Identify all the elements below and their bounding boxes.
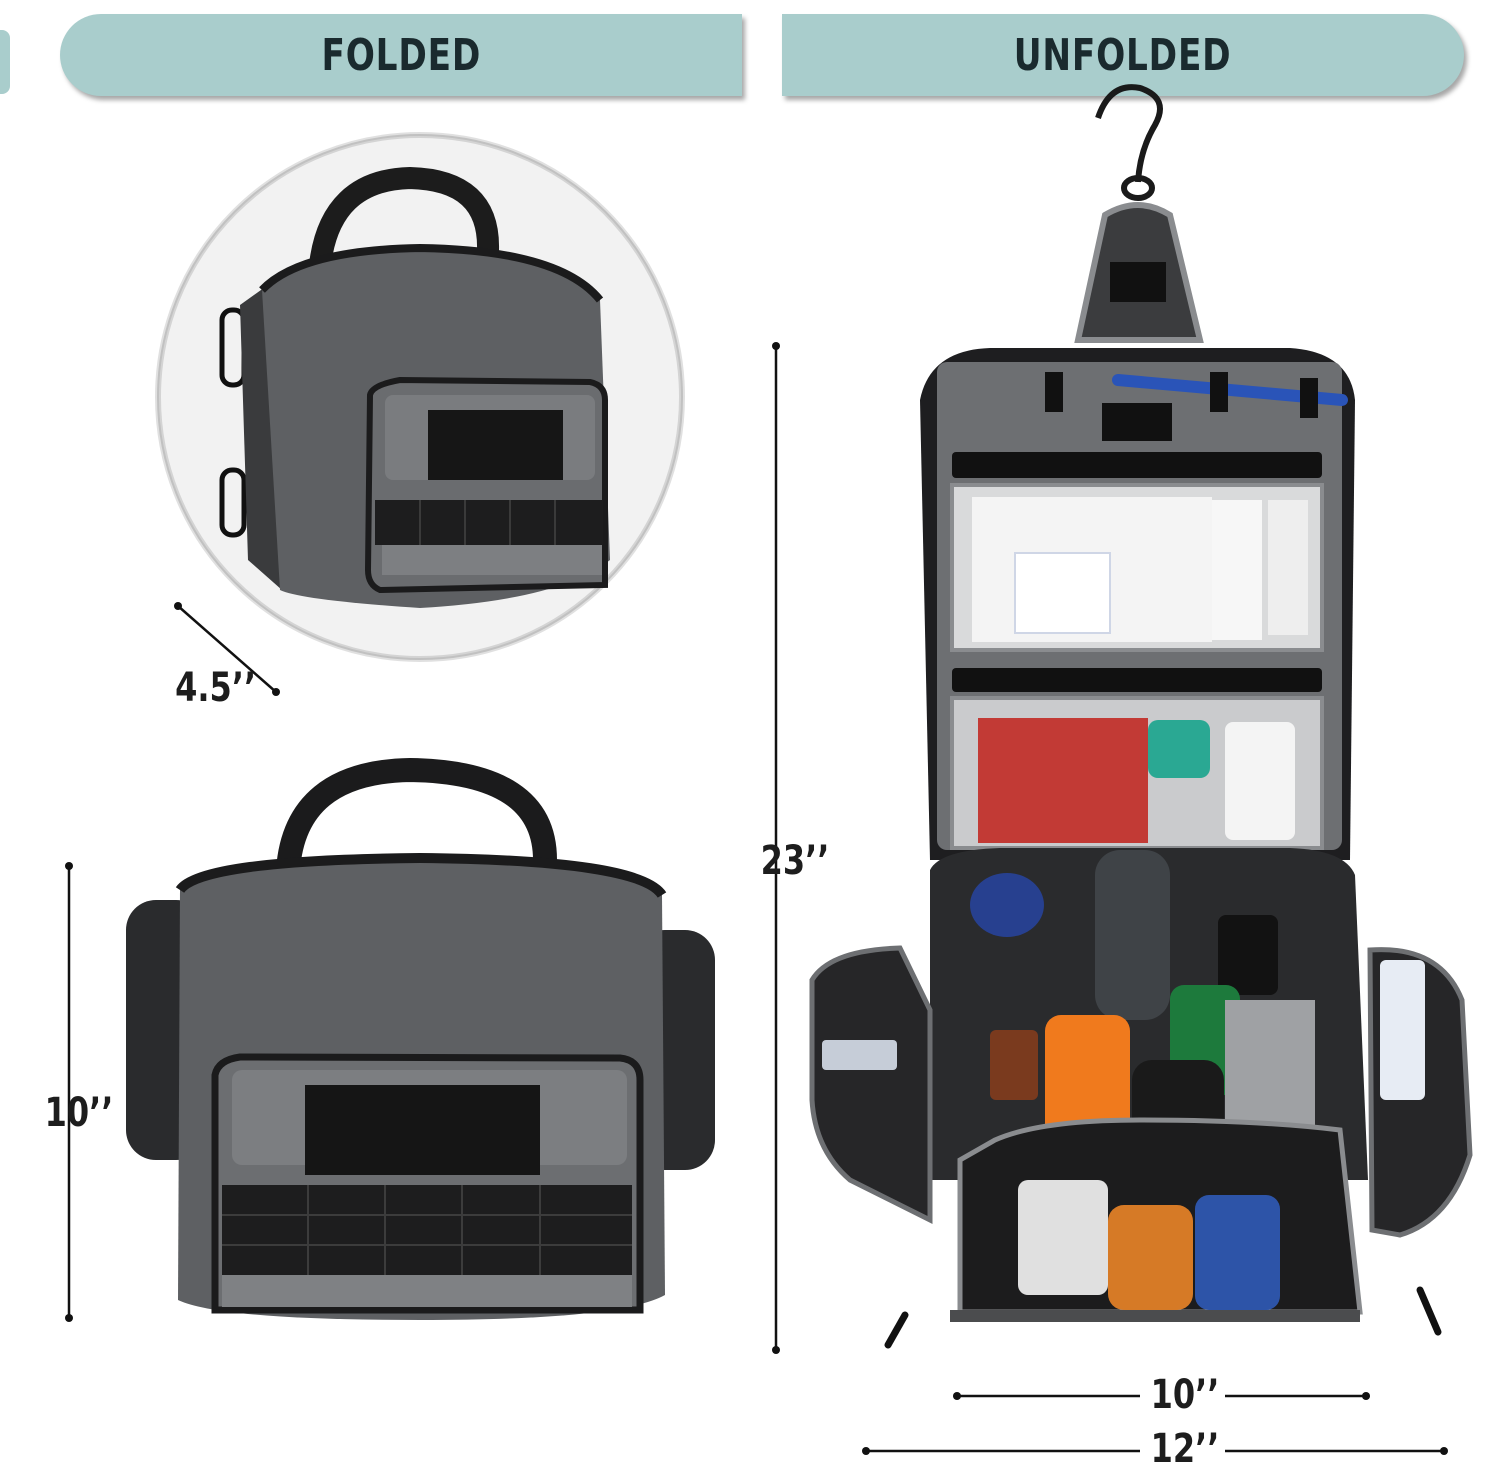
outer-width-measure-line xyxy=(862,1447,1448,1455)
unfolded-height-measure-line xyxy=(772,342,780,1354)
folded-bag-front-photo xyxy=(126,757,715,1320)
folded-label: FOLDED xyxy=(321,29,481,81)
unfolded-height-label: 23’’ xyxy=(760,838,830,884)
unfolded-bag-photo xyxy=(809,84,1473,1349)
banner-edge-left xyxy=(0,30,10,94)
depth-label: 4.5’’ xyxy=(175,665,257,711)
outer-width-label: 12’’ xyxy=(1150,1426,1220,1472)
folded-bag-photo xyxy=(155,132,685,662)
inner-width-measure-line xyxy=(953,1392,1370,1400)
folded-height-measure-line xyxy=(65,862,73,1322)
depth-measure-line xyxy=(174,602,280,696)
unfolded-banner: UNFOLDED xyxy=(782,14,1464,96)
unfolded-label: UNFOLDED xyxy=(1014,29,1232,81)
inner-width-label: 10’’ xyxy=(1150,1372,1220,1418)
folded-height-label: 10’’ xyxy=(44,1090,114,1136)
folded-banner: FOLDED xyxy=(60,14,742,96)
